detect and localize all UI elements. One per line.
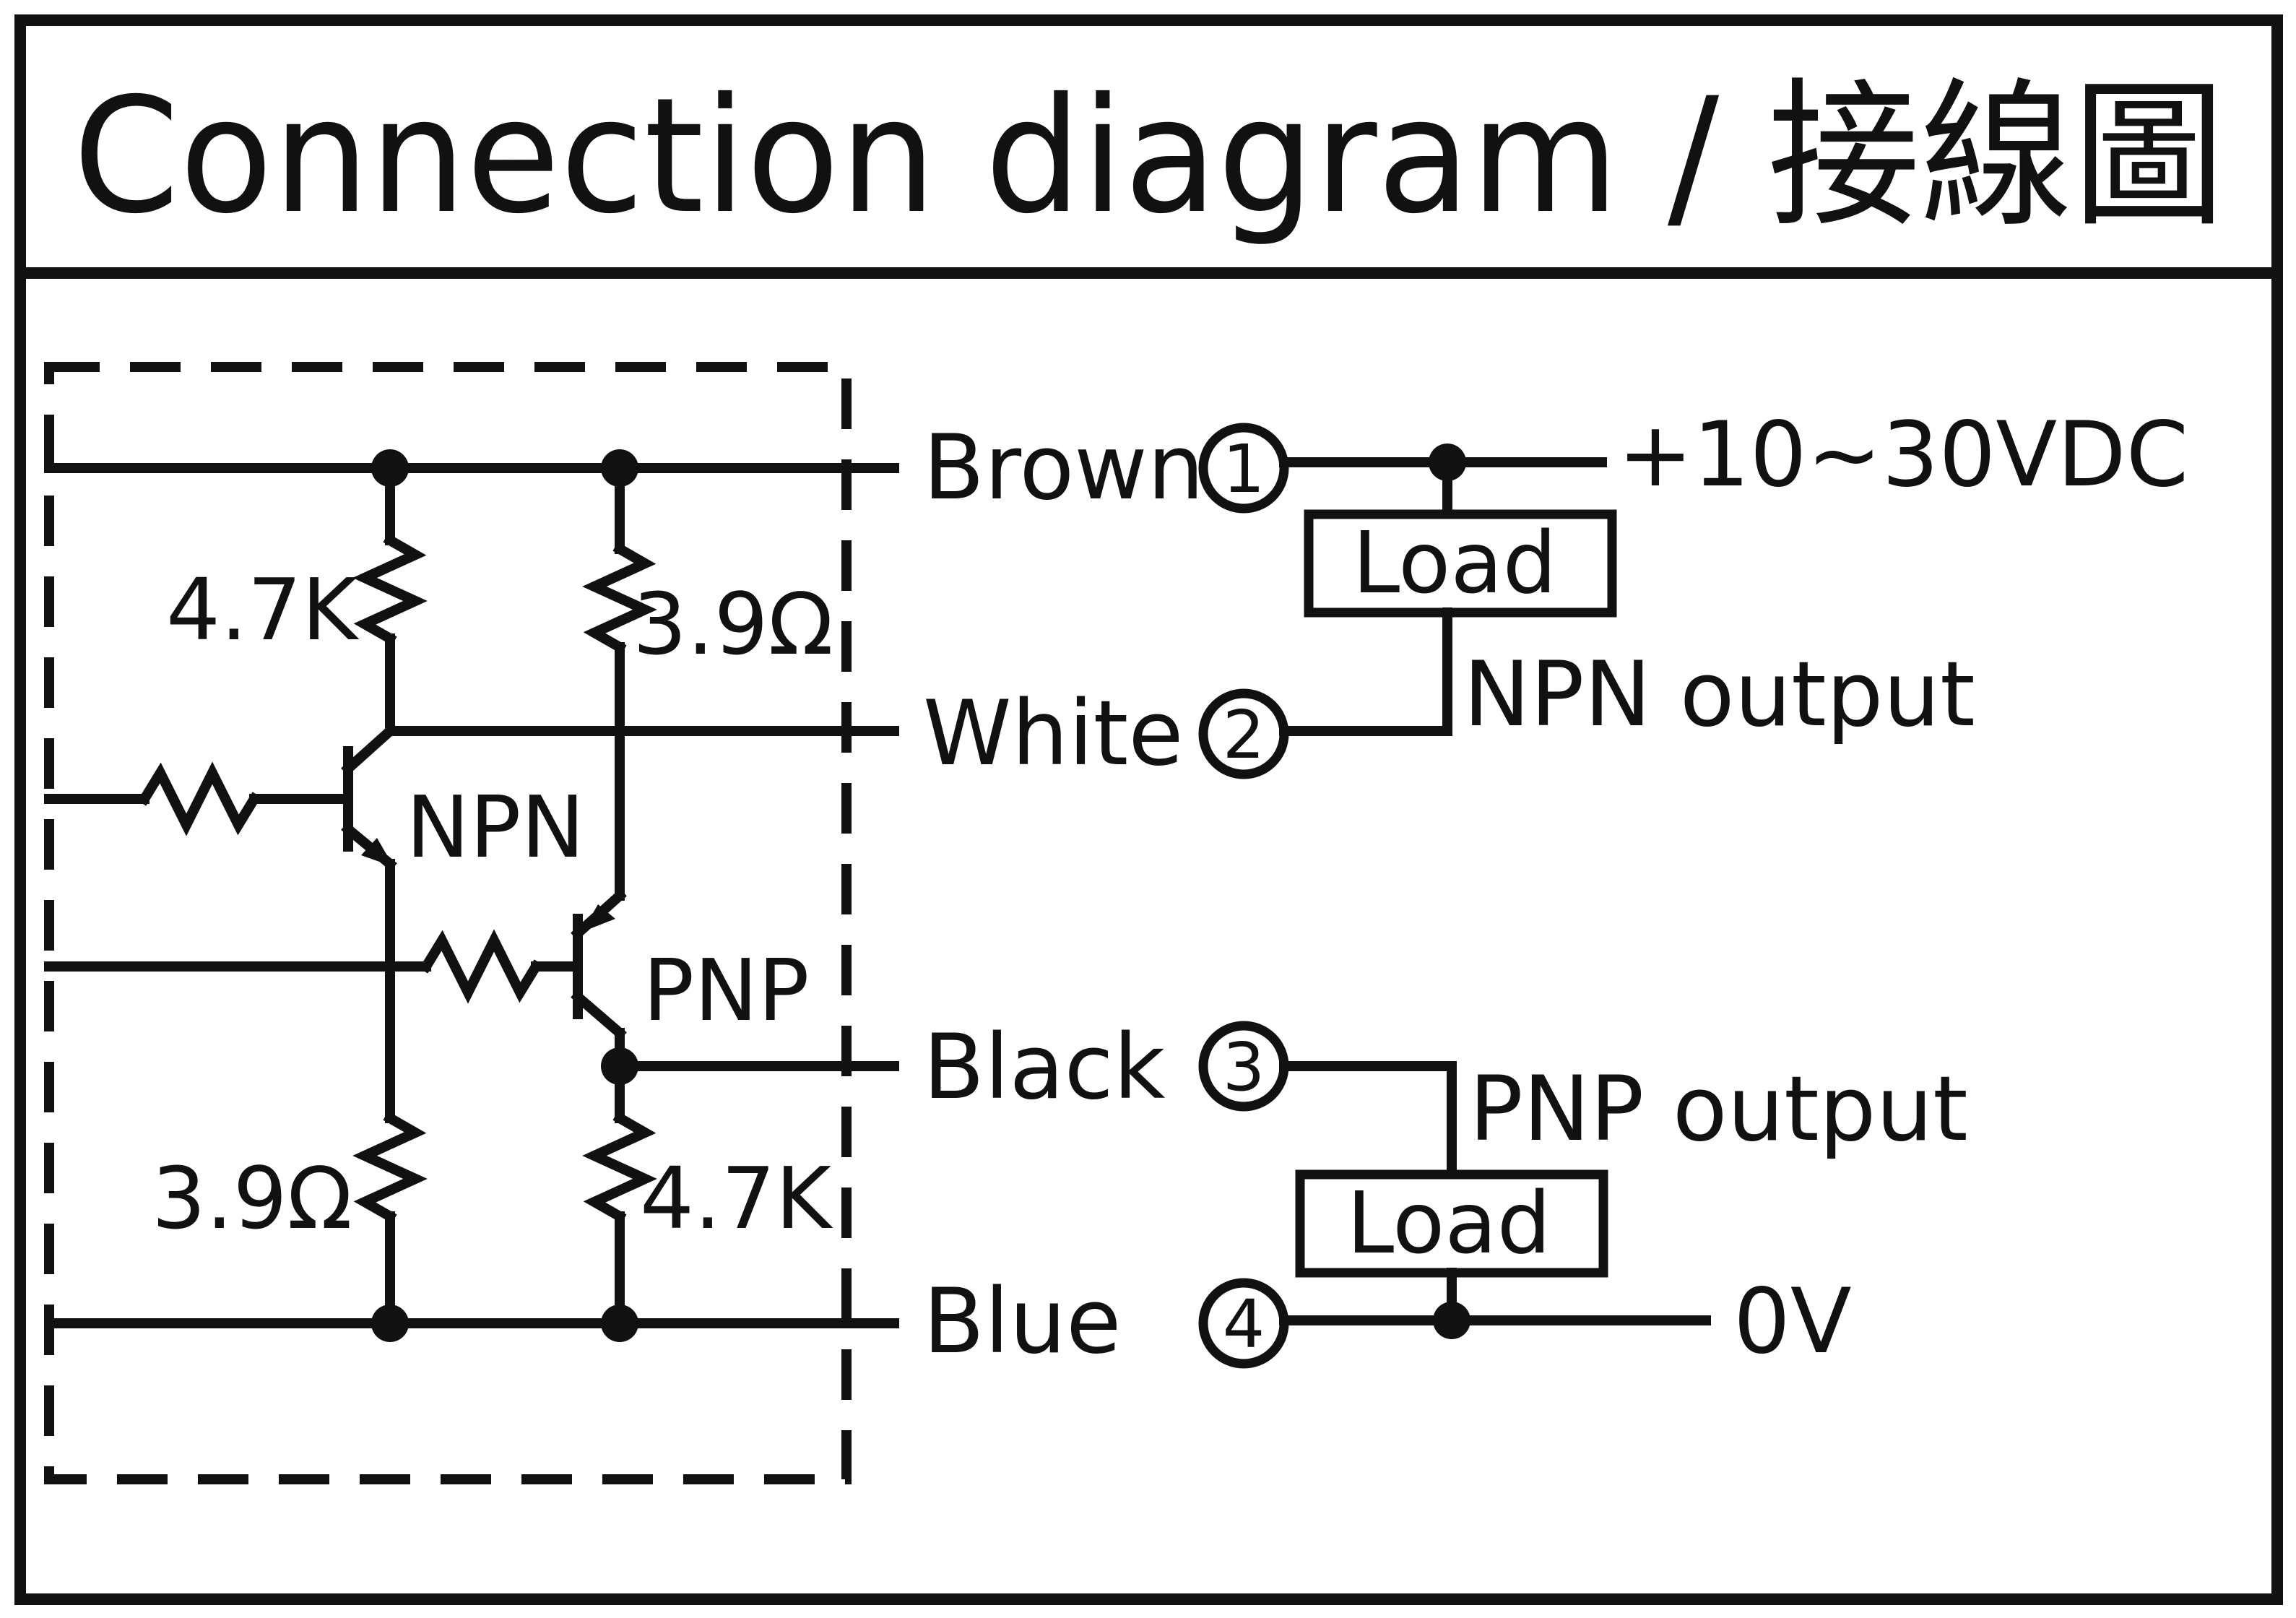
terminal-4: 4 bbox=[1198, 1278, 1289, 1369]
wire-label-brown: Brown bbox=[923, 416, 1204, 520]
wire-label-black: Black bbox=[923, 1016, 1166, 1120]
resistor-label-pnp-emitter: 3.9Ω bbox=[633, 574, 833, 674]
diagram-title: Connection diagram / 接線圖 bbox=[73, 64, 2225, 248]
wire-label-white: White bbox=[923, 682, 1184, 786]
ground-label: 0V bbox=[1733, 1270, 1852, 1374]
blue-node-right bbox=[601, 1305, 638, 1342]
resistor-npn-collector bbox=[352, 533, 428, 646]
outer-frame bbox=[14, 14, 2283, 1605]
wire-label-blue: Blue bbox=[923, 1270, 1121, 1374]
terminal-1: 1 bbox=[1198, 423, 1289, 514]
ground-node bbox=[1433, 1302, 1470, 1339]
supply-label: +10~30VDC bbox=[1618, 403, 2188, 507]
blue-node-left bbox=[371, 1305, 409, 1342]
pnp-base-resistor bbox=[419, 929, 543, 1004]
npn-collector bbox=[341, 724, 397, 776]
terminal-2: 2 bbox=[1198, 688, 1289, 779]
load-label-top: Load bbox=[1352, 513, 1556, 613]
npn-base-resistor bbox=[137, 761, 261, 836]
load-label-bottom: Load bbox=[1346, 1173, 1551, 1273]
resistor-label-pnp-collector: 4.7K bbox=[640, 1148, 833, 1248]
svg-text:3: 3 bbox=[1223, 1029, 1265, 1106]
pnp-label: PNP bbox=[643, 940, 810, 1040]
npn-output-label: NPN output bbox=[1463, 643, 1975, 747]
load-box-top bbox=[1304, 509, 1617, 618]
terminal-3: 3 bbox=[1198, 1021, 1289, 1112]
npn-label: NPN bbox=[406, 777, 585, 877]
sensor-enclosure bbox=[44, 362, 852, 1484]
resistor-pnp-collector bbox=[582, 1111, 657, 1224]
resistor-npn-emitter bbox=[352, 1111, 428, 1224]
svg-text:4: 4 bbox=[1223, 1286, 1265, 1363]
pnp-emitter-arrow bbox=[582, 904, 615, 932]
resistor-label-npn-emitter: 3.9Ω bbox=[152, 1148, 352, 1248]
svg-text:2: 2 bbox=[1223, 696, 1265, 774]
resistor-label-npn-collector: 4.7K bbox=[166, 560, 360, 659]
pnp-output-label: PNP output bbox=[1469, 1057, 1968, 1161]
pnp-collector bbox=[571, 990, 627, 1040]
svg-text:1: 1 bbox=[1223, 431, 1265, 508]
resistor-pnp-emitter bbox=[582, 542, 657, 654]
